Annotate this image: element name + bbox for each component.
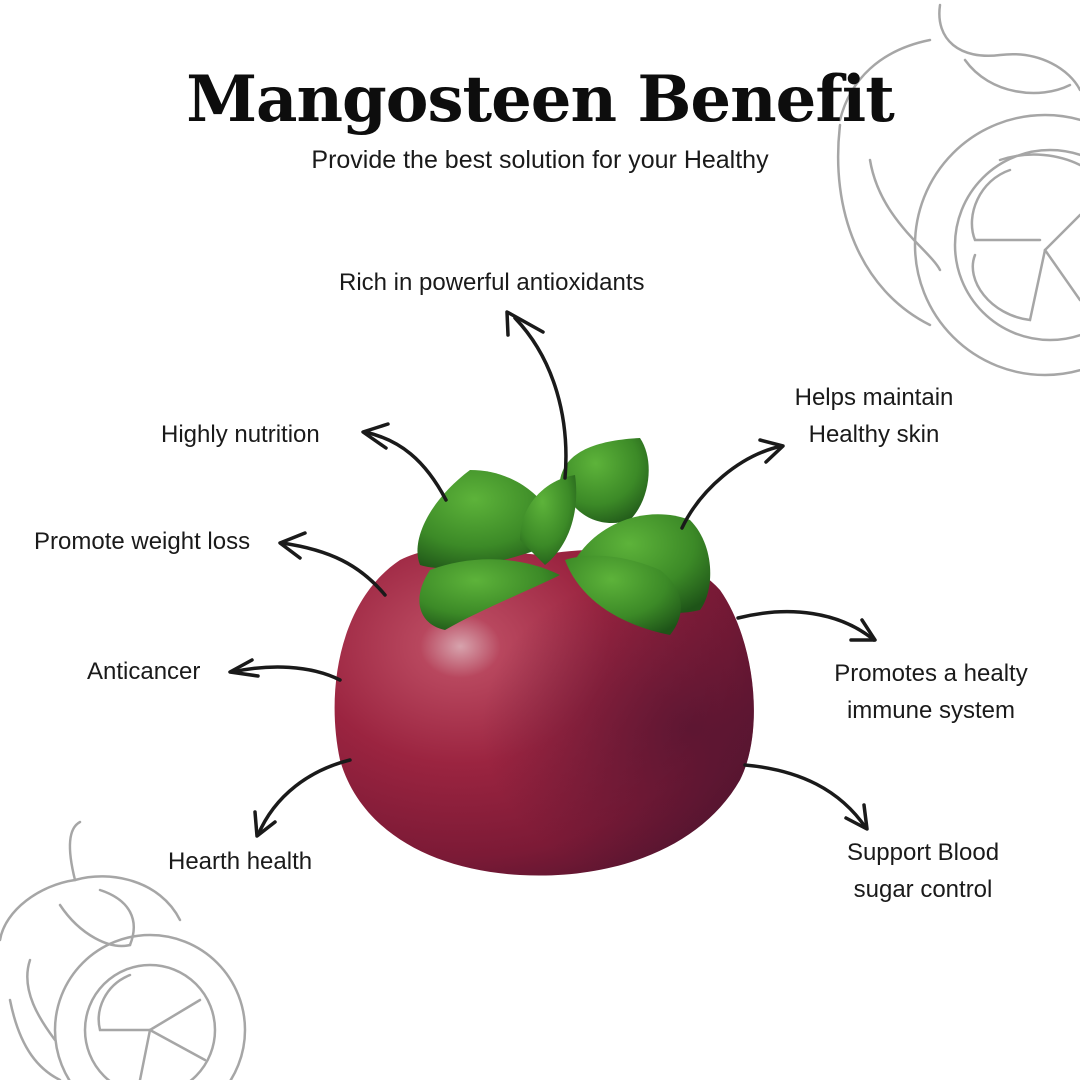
benefit-label-heart: Hearth health	[168, 848, 313, 875]
arrow-blood	[743, 763, 869, 831]
benefit-label-blood-line2: sugar control	[853, 876, 993, 903]
arrow-skin	[680, 438, 785, 530]
benefit-label-anticancer: Anticancer	[87, 658, 201, 685]
benefit-label-immune: Promotes a healty immune system	[820, 655, 1042, 729]
benefit-label-blood-line1: Support Blood	[846, 839, 1000, 866]
arrow-immune	[736, 609, 877, 642]
benefit-label-skin-line1: Helps maintain	[794, 384, 954, 411]
benefit-label-skin-line2: Healthy skin	[808, 421, 940, 448]
benefit-label-immune-line2: immune system	[846, 697, 1016, 724]
arrow-weight-loss	[278, 531, 387, 597]
benefit-label-weight-loss: Promote weight loss	[34, 528, 251, 555]
benefit-label-immune-line1: Promotes a healty	[834, 660, 1028, 687]
page-title: Mangosteen Benefit	[186, 62, 895, 137]
arrow-anticancer	[228, 658, 342, 682]
page-subtitle: Provide the best solution for your Healt…	[311, 146, 769, 174]
arrow-nutrition	[361, 422, 448, 502]
arrow-antioxidants	[505, 310, 568, 480]
benefit-label-nutrition: Highly nutrition	[161, 421, 320, 448]
benefit-label-skin: Helps maintain Healthy skin	[774, 379, 974, 453]
benefit-label-blood: Support Blood sugar control	[826, 834, 1020, 908]
arrow-heart	[253, 758, 352, 838]
benefit-label-antioxidants: Rich in powerful antioxidants	[339, 269, 645, 296]
